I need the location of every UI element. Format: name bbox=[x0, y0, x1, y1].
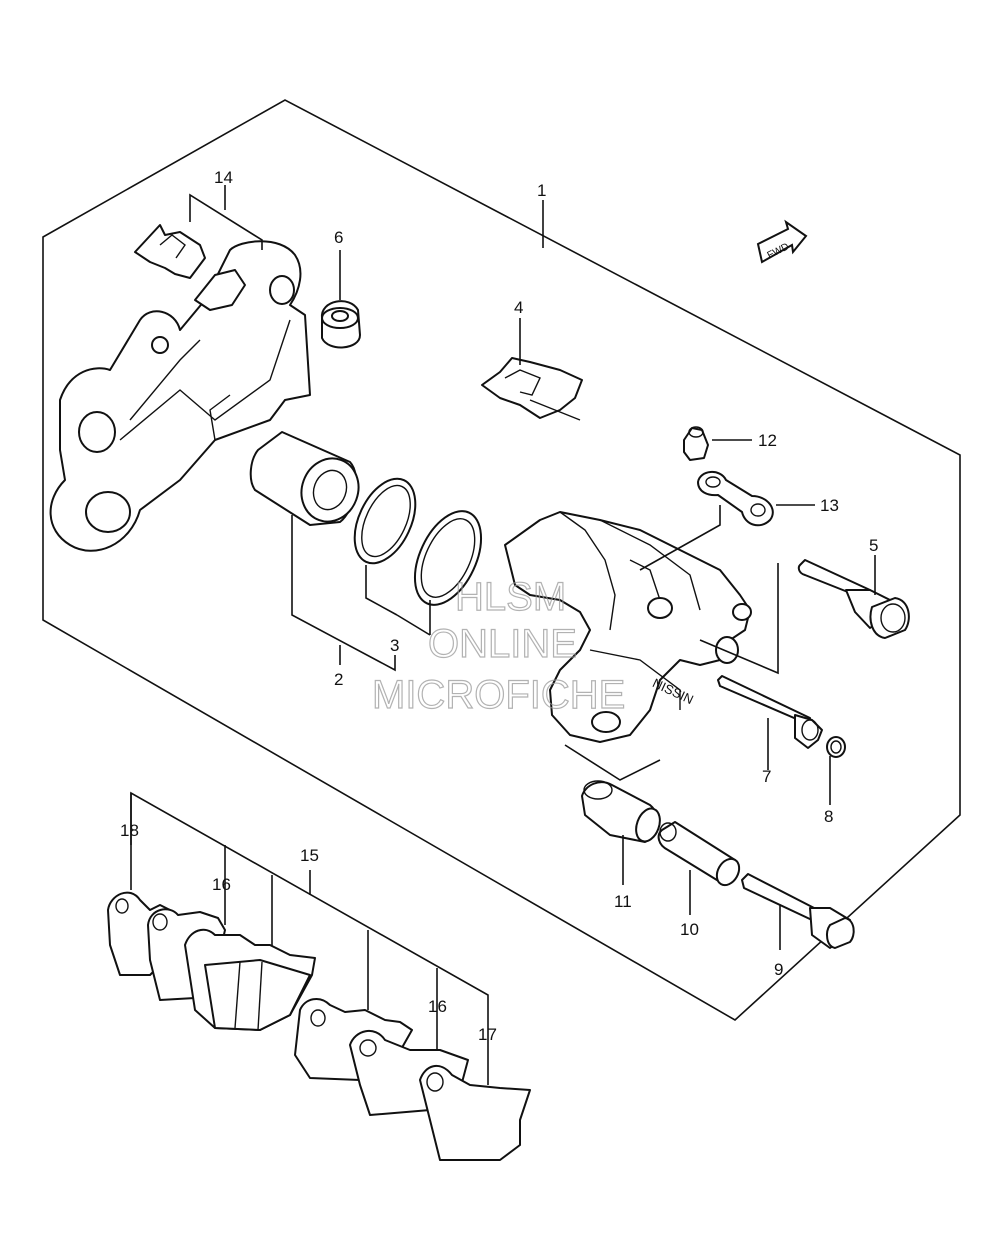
shim-17-right bbox=[419, 1065, 531, 1161]
piston-2 bbox=[249, 431, 360, 526]
pad-spring-14 bbox=[134, 224, 246, 311]
callout-18: 18 bbox=[120, 821, 139, 840]
forward-arrow-icon: FWD bbox=[756, 219, 808, 264]
pad-spring-4 bbox=[481, 357, 583, 421]
leader-14 bbox=[189, 193, 263, 250]
callout-12: 12 bbox=[758, 431, 777, 450]
leader-3 bbox=[365, 565, 398, 616]
callout-9: 9 bbox=[774, 960, 783, 979]
bolt-5 bbox=[797, 559, 910, 639]
callout-3: 3 bbox=[390, 636, 399, 655]
callout-10: 10 bbox=[680, 920, 699, 939]
bleeder-12 bbox=[683, 426, 709, 461]
leader-2 bbox=[291, 515, 396, 672]
callout-11: 11 bbox=[614, 892, 632, 911]
watermark-line2: ONLINE bbox=[428, 622, 577, 666]
caliper-marking: NISSIN bbox=[650, 675, 696, 707]
caliper-body: NISSIN bbox=[504, 511, 752, 743]
callout-16b: 16 bbox=[428, 997, 447, 1016]
callout-5: 5 bbox=[869, 536, 878, 555]
watermark-line1: HLSM bbox=[455, 575, 566, 619]
callout-2: 2 bbox=[334, 670, 343, 689]
bolt-9 bbox=[741, 873, 855, 949]
callout-17: 17 bbox=[478, 1025, 497, 1044]
pad-15-left bbox=[184, 928, 316, 1031]
callout-13: 13 bbox=[820, 496, 839, 515]
boot-11 bbox=[581, 780, 661, 843]
callout-16a: 16 bbox=[212, 875, 231, 894]
sleeve-10 bbox=[657, 821, 741, 887]
callout-1: 1 bbox=[537, 181, 546, 200]
boot-6 bbox=[320, 300, 361, 349]
callout-15: 15 bbox=[300, 846, 319, 865]
callout-14: 14 bbox=[214, 168, 233, 187]
caliper-bracket bbox=[49, 240, 311, 552]
assembly-outline bbox=[42, 99, 961, 1021]
callout-4: 4 bbox=[514, 298, 523, 317]
plug-8 bbox=[826, 736, 846, 758]
watermark-line3: MICROFICHE bbox=[372, 673, 625, 717]
callout-8: 8 bbox=[824, 807, 833, 826]
seal-3 bbox=[353, 477, 483, 606]
pin-7 bbox=[717, 675, 823, 749]
cap-13 bbox=[697, 471, 774, 527]
callout-6: 6 bbox=[334, 228, 343, 247]
callout-7: 7 bbox=[762, 767, 771, 786]
